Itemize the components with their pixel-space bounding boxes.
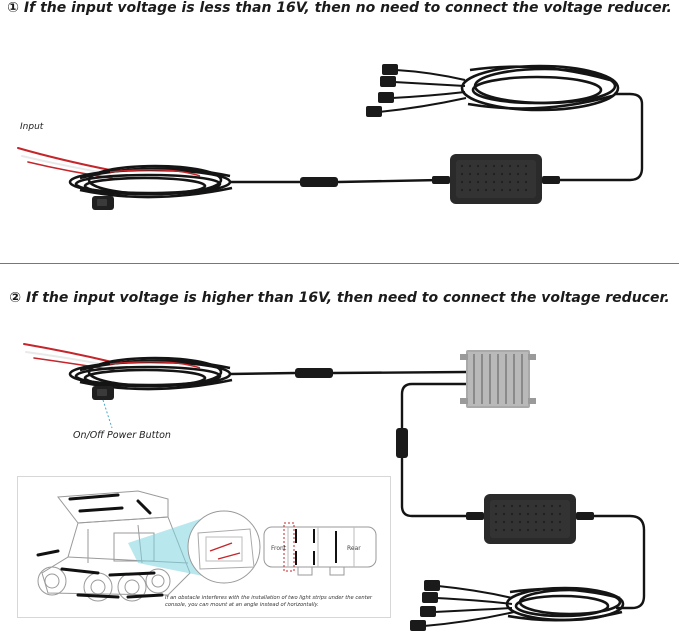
controller-box-1 — [432, 154, 560, 204]
front-label: Front — [271, 545, 287, 552]
output-cable-coil-2 — [505, 586, 625, 622]
caption-step-1: ① If the input voltage is less than 16V,… — [7, 0, 672, 16]
light-strip-markers — [36, 493, 164, 599]
section-2-wiring — [23, 343, 646, 631]
output-connectors-1 — [366, 64, 467, 117]
power-button-label: On/Off Power Button — [73, 430, 171, 441]
cart-top-view — [263, 522, 377, 576]
inline-connector-3 — [396, 428, 408, 458]
golf-cart-illustration — [36, 490, 377, 602]
section-divider — [0, 263, 679, 264]
section-1-wiring — [17, 64, 644, 210]
output-connectors-2 — [410, 580, 515, 631]
inline-connector-1 — [300, 177, 338, 187]
wire-harness-coil-2 — [68, 356, 233, 391]
installation-inset: Front Rear If an obstacle interferes wit… — [17, 476, 391, 618]
wire-harness-coil — [68, 164, 233, 199]
output-cable-coil-1 — [460, 64, 620, 112]
rear-label: Rear — [347, 545, 361, 552]
input-label: Input — [20, 122, 44, 132]
controller-box-2 — [466, 494, 594, 544]
zoom-detail — [187, 510, 261, 584]
caption-step-2: ② If the input voltage is higher than 16… — [9, 290, 670, 306]
voltage-reducer — [460, 350, 536, 408]
inline-connector-2 — [295, 368, 333, 378]
installation-note: If an obstacle interferes with the insta… — [165, 595, 373, 608]
